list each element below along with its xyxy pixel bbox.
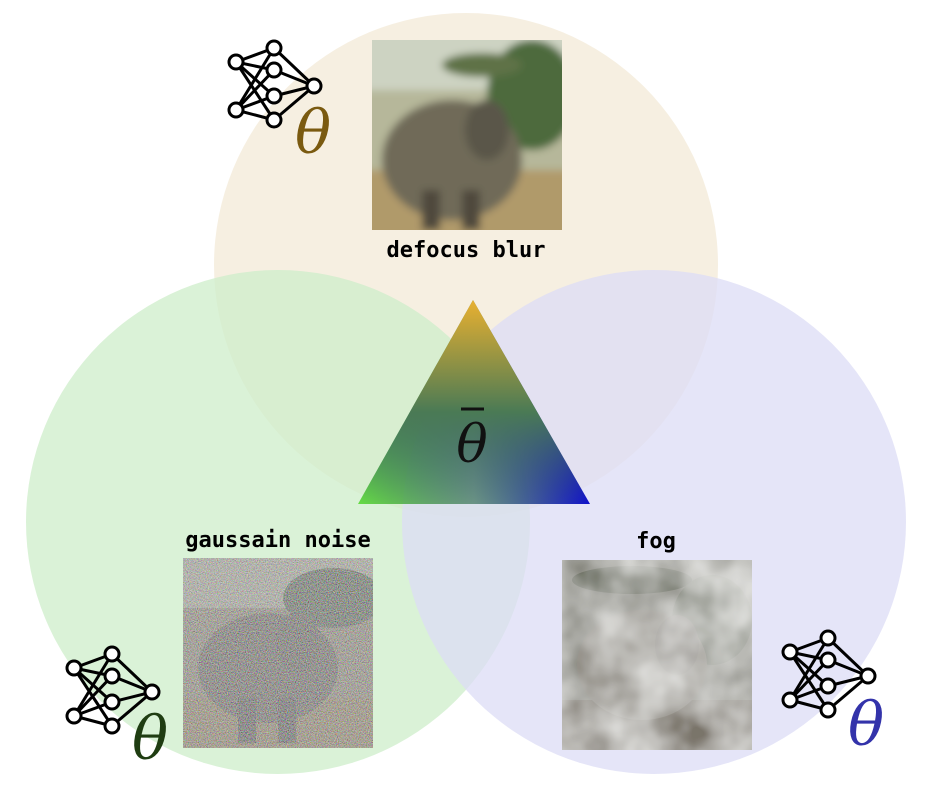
network-node bbox=[143, 683, 161, 701]
network-node bbox=[781, 691, 799, 709]
neural-network-icon-top bbox=[227, 39, 323, 129]
network-node bbox=[227, 53, 245, 71]
image-defocus-blur bbox=[372, 40, 562, 230]
neural-network-icon-right bbox=[781, 629, 877, 719]
network-node bbox=[65, 707, 83, 725]
network-edge bbox=[111, 690, 153, 728]
neural-network-icon-left bbox=[65, 645, 161, 735]
center-triangle bbox=[358, 300, 590, 504]
theta-left: θ bbox=[132, 704, 168, 774]
network-node bbox=[819, 677, 837, 695]
label-gaussian-noise: gaussain noise bbox=[185, 528, 370, 553]
network-edge bbox=[788, 637, 830, 701]
network-edge bbox=[72, 674, 114, 718]
network-node bbox=[819, 629, 837, 647]
image-fog bbox=[562, 560, 752, 750]
circle-gaussian-noise bbox=[26, 270, 530, 774]
network-node bbox=[781, 643, 799, 661]
network-node bbox=[103, 717, 121, 735]
network-edge bbox=[234, 68, 276, 112]
network-node bbox=[265, 111, 283, 129]
network-edge bbox=[788, 658, 830, 702]
network-edge bbox=[827, 674, 869, 712]
theta-top: θ bbox=[295, 98, 331, 168]
network-node bbox=[305, 77, 323, 95]
network-node bbox=[265, 39, 283, 57]
network-edge bbox=[72, 653, 114, 717]
network-edge bbox=[234, 47, 276, 111]
theta-right: θ bbox=[848, 690, 884, 760]
network-node bbox=[65, 659, 83, 677]
image-gaussian-noise bbox=[183, 558, 373, 748]
network-node bbox=[265, 61, 283, 79]
network-node bbox=[103, 667, 121, 685]
network-node bbox=[859, 667, 877, 685]
label-defocus-blur: defocus blur bbox=[387, 238, 546, 263]
network-node bbox=[819, 701, 837, 719]
network-node bbox=[265, 87, 283, 105]
network-node bbox=[227, 101, 245, 119]
network-edge bbox=[826, 636, 870, 678]
label-fog: fog bbox=[636, 529, 676, 554]
network-node bbox=[103, 645, 121, 663]
network-node bbox=[103, 693, 121, 711]
network-edge bbox=[110, 652, 154, 694]
center-theta-bar: θ bbox=[456, 415, 487, 475]
network-edge bbox=[272, 46, 316, 88]
network-node bbox=[819, 651, 837, 669]
network-edge bbox=[273, 84, 315, 122]
